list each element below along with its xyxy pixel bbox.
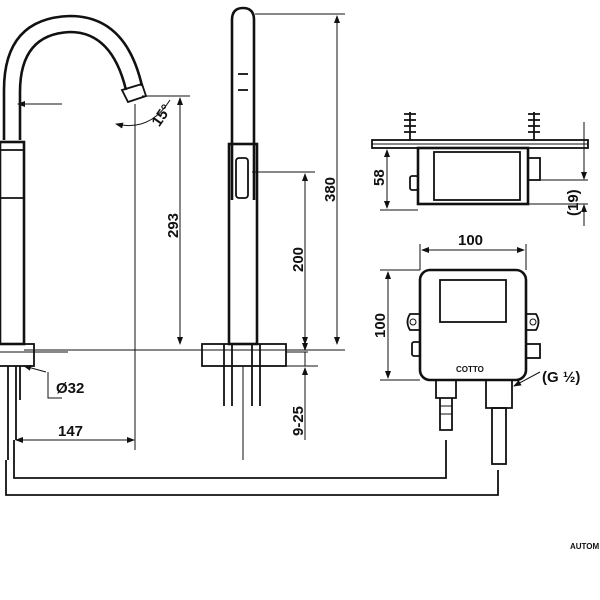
dim-100-height: 100 bbox=[372, 269, 420, 381]
dim-label-19: (19) bbox=[565, 189, 582, 216]
dim-58: 58 bbox=[371, 147, 418, 211]
dim-label-100-width: 100 bbox=[458, 232, 483, 249]
dim-angle-15: 15° bbox=[115, 95, 180, 130]
dim-label-diameter: Ø32 bbox=[56, 380, 84, 397]
dim-label-100-height: 100 bbox=[372, 313, 389, 338]
dim-label-9-25: 9-25 bbox=[290, 406, 307, 436]
control-box-front-view: COTTO bbox=[406, 268, 541, 465]
dim-147: 147 bbox=[15, 104, 136, 450]
control-box-side-view bbox=[371, 112, 589, 206]
dim-label-angle: 15° bbox=[148, 101, 175, 129]
dim-100-width: 100 bbox=[419, 232, 527, 270]
dim-label-380: 380 bbox=[322, 177, 339, 202]
dim-293: 293 bbox=[160, 95, 190, 345]
dim-diameter: Ø32 bbox=[23, 364, 84, 399]
dim-label-inlet: (G ½) bbox=[542, 369, 580, 386]
footer-caption: AUTOM bbox=[570, 542, 600, 551]
dim-19: (19) bbox=[528, 122, 588, 226]
dim-200: 200 bbox=[252, 171, 315, 345]
dim-label-147: 147 bbox=[58, 423, 83, 440]
dim-9-25: 9-25 bbox=[286, 330, 318, 440]
faucet-front-view bbox=[0, 14, 499, 496]
brand-logo: COTTO bbox=[456, 365, 484, 374]
dim-label-200: 200 bbox=[290, 247, 307, 272]
dim-inlet-thread: (G ½) bbox=[513, 369, 580, 387]
faucet-side-view bbox=[201, 6, 308, 460]
dim-label-58: 58 bbox=[371, 169, 388, 186]
dim-380: 380 bbox=[255, 13, 345, 345]
dim-label-293: 293 bbox=[165, 213, 182, 238]
